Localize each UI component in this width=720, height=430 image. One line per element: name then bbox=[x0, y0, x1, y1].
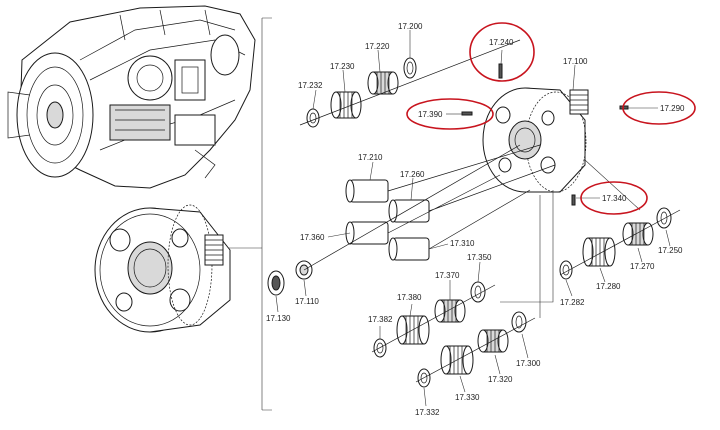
pin-17240-part bbox=[498, 63, 503, 79]
label-17330: 17.330 bbox=[455, 393, 480, 402]
planet-carrier-part bbox=[482, 87, 589, 193]
label-17290: 17.290 bbox=[660, 104, 685, 113]
label-17130: 17.130 bbox=[266, 314, 291, 323]
label-17260: 17.260 bbox=[400, 170, 425, 179]
assembly-bracket bbox=[228, 17, 272, 411]
gear-group-upper-left bbox=[299, 39, 521, 128]
gear-group-right bbox=[559, 207, 681, 280]
label-17282: 17.282 bbox=[560, 298, 585, 307]
label-17240: 17.240 bbox=[489, 38, 514, 47]
highlight-17340 bbox=[580, 181, 648, 215]
routing-lines bbox=[500, 159, 641, 318]
pin-17340-part bbox=[571, 194, 576, 206]
leader-lines bbox=[275, 30, 671, 407]
label-17360: 17.360 bbox=[300, 233, 325, 242]
pin-17390-part bbox=[461, 111, 473, 116]
label-17340: 17.340 bbox=[602, 194, 627, 203]
part-labels: 17.200 17.220 17.230 17.232 17.240 17.10… bbox=[266, 22, 685, 417]
gear-group-middle bbox=[371, 281, 496, 358]
label-17332: 17.332 bbox=[415, 408, 440, 417]
highlight-17390 bbox=[406, 98, 494, 130]
label-17210: 17.210 bbox=[358, 153, 383, 162]
label-17110: 17.110 bbox=[295, 297, 319, 306]
label-17380: 17.380 bbox=[397, 293, 422, 302]
pin-17290-part bbox=[619, 105, 629, 110]
label-17280: 17.280 bbox=[596, 282, 621, 291]
highlight-17290 bbox=[622, 91, 696, 125]
label-17390: 17.390 bbox=[418, 110, 443, 119]
label-17232: 17.232 bbox=[298, 81, 323, 90]
gear-group-lower bbox=[415, 311, 536, 388]
label-17370: 17.370 bbox=[435, 271, 460, 280]
assembled-carrier-drawing bbox=[94, 204, 231, 333]
label-17350: 17.350 bbox=[467, 253, 492, 262]
label-17310: 17.310 bbox=[450, 239, 475, 248]
label-17200: 17.200 bbox=[398, 22, 423, 31]
label-17300: 17.300 bbox=[516, 359, 541, 368]
label-17250: 17.250 bbox=[658, 246, 683, 255]
label-17270: 17.270 bbox=[630, 262, 655, 271]
label-17320: 17.320 bbox=[488, 375, 513, 384]
label-17100: 17.100 bbox=[563, 57, 588, 66]
transmission-housing-drawing bbox=[7, 5, 256, 189]
label-17230: 17.230 bbox=[330, 62, 355, 71]
highlight-ovals bbox=[406, 22, 696, 215]
washers-left bbox=[267, 144, 521, 296]
label-17220: 17.220 bbox=[365, 42, 390, 51]
label-17382: 17.382 bbox=[368, 315, 393, 324]
highlight-17240 bbox=[469, 22, 535, 82]
